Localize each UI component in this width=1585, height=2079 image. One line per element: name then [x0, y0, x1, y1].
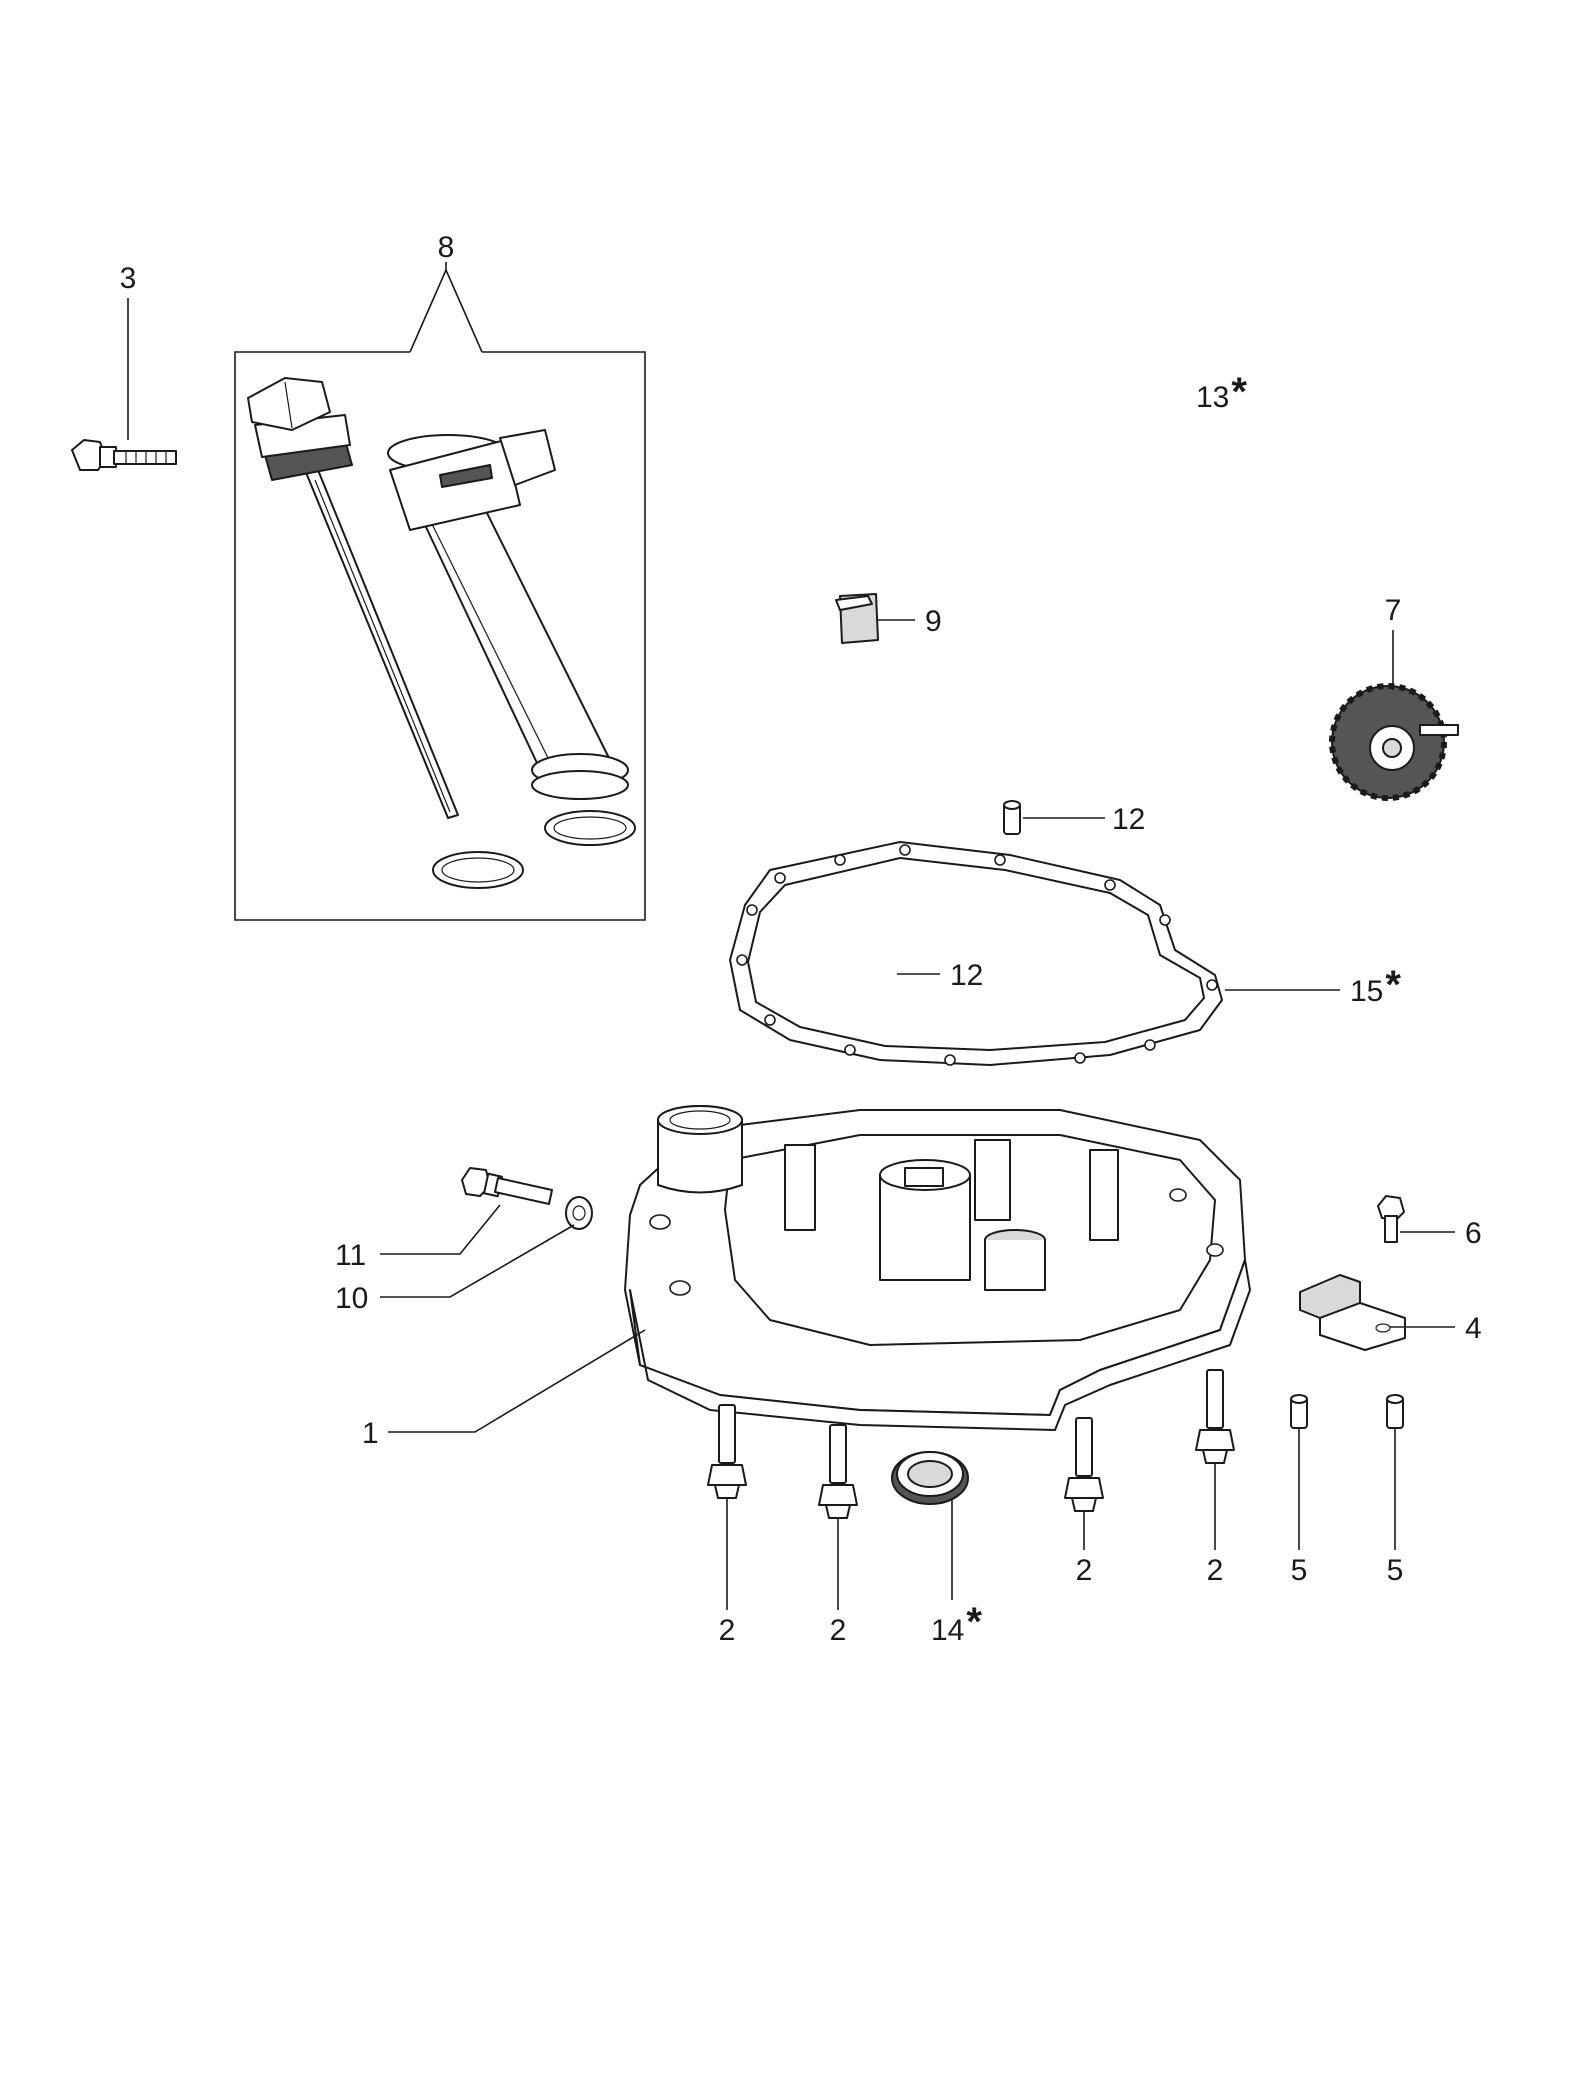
callout-13-marker: *: [1231, 370, 1247, 414]
callout-2b: 2: [830, 1614, 847, 1647]
callout-9: 9: [925, 605, 942, 638]
dowel-pin-icon: [1290, 1394, 1404, 1429]
crankcase-cover-icon: [624, 1105, 1251, 1431]
callout-14-marker: *: [966, 1600, 982, 1644]
callout-12b: 12: [950, 959, 983, 992]
bracket-icon: [1299, 1274, 1406, 1351]
callout-14: 14: [931, 1614, 964, 1647]
callout-13: 13: [1196, 381, 1229, 414]
callout-11: 11: [335, 1239, 366, 1272]
flange-bolt-icon: [1064, 1417, 1104, 1512]
flange-bolt-icon: [1377, 1195, 1405, 1243]
callout-5a: 5: [1291, 1554, 1308, 1587]
gasket-icon: [729, 841, 1223, 1066]
dipstick-kit-box: [234, 262, 646, 921]
flange-bolt-icon: [818, 1424, 858, 1519]
callouts: 8 3 13 * 9 7 12 12 15 * 11 10 6 4 1 2 2 …: [120, 231, 1482, 1647]
oil-fill-tube-icon: [387, 429, 636, 846]
callout-8: 8: [438, 231, 455, 264]
oil-dipstick-icon: [247, 377, 524, 889]
callout-2a: 2: [719, 1614, 736, 1647]
callout-6: 6: [1465, 1217, 1482, 1250]
flange-bolt-icon: [461, 1167, 553, 1205]
flange-bolt-icon: [1195, 1369, 1235, 1464]
oil-seal-icon: [891, 1451, 969, 1505]
washer-icon: [565, 1196, 593, 1230]
callout-5b: 5: [1387, 1554, 1404, 1587]
leader-lines: [127, 298, 1455, 1610]
callout-2c: 2: [1076, 1554, 1093, 1587]
callout-10: 10: [335, 1282, 368, 1315]
flange-bolt-icon: [707, 1404, 747, 1499]
callout-7: 7: [1385, 594, 1402, 627]
callout-15: 15: [1350, 975, 1383, 1008]
key-icon: [835, 593, 879, 644]
callout-3: 3: [120, 262, 137, 295]
governor-gear-icon: [1329, 683, 1459, 801]
flange-bolt-icon: [71, 439, 177, 471]
callout-12a: 12: [1112, 803, 1145, 836]
callout-4: 4: [1465, 1312, 1482, 1345]
callout-2d: 2: [1207, 1554, 1224, 1587]
callout-1: 1: [362, 1417, 379, 1450]
callout-15-marker: *: [1385, 963, 1401, 1007]
